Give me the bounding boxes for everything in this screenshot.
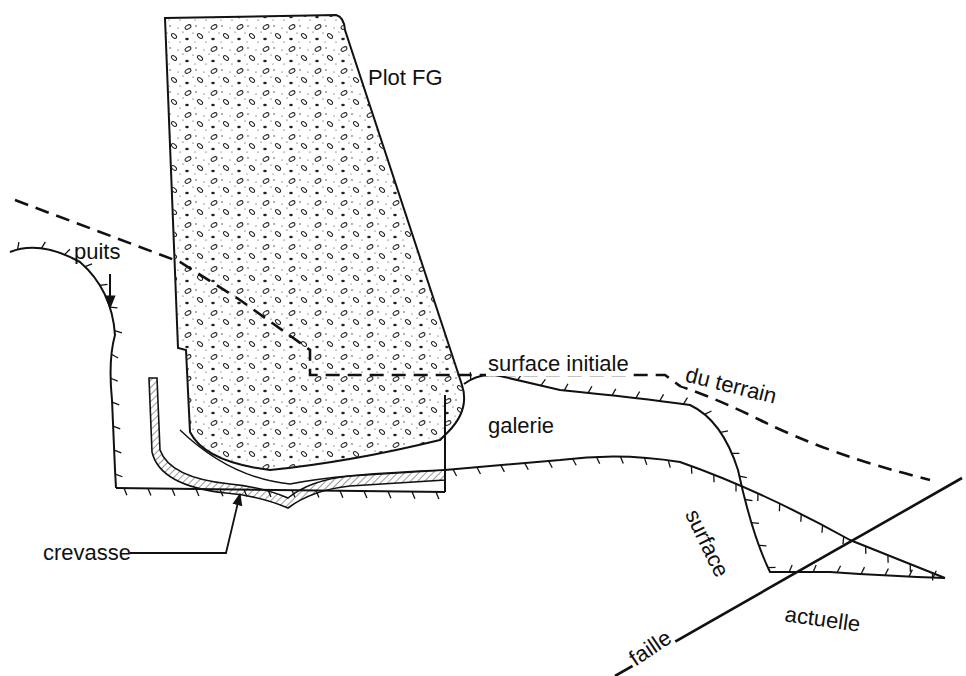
rock-tick — [813, 565, 816, 572]
rock-tick — [41, 242, 45, 249]
rock-tick — [477, 467, 481, 474]
conglomerate-texture — [165, 15, 464, 470]
rock-tick — [837, 566, 840, 573]
part-label: actuelle — [781, 602, 863, 637]
concrete-block — [165, 15, 464, 470]
part-label: Plot FG — [368, 66, 443, 90]
rock-tick — [789, 565, 792, 572]
puits-arrow — [109, 274, 111, 308]
rock-tick — [113, 426, 120, 429]
rock-tick — [768, 567, 776, 569]
rock-tick — [572, 459, 576, 466]
rock-tick — [668, 460, 670, 467]
rock-tick — [220, 489, 223, 496]
rock-tick — [114, 450, 121, 453]
rock-tick — [388, 491, 391, 498]
rock-tick — [620, 457, 623, 464]
rock-tick — [412, 492, 415, 499]
rock-tick — [779, 504, 781, 512]
rock-tick — [887, 555, 888, 563]
rock-tick — [124, 488, 127, 495]
rock-tick — [316, 490, 319, 497]
rock-tick — [18, 242, 19, 250]
rock-tick — [660, 394, 664, 401]
part-label: du terrain — [681, 362, 781, 409]
rock-tick — [292, 490, 295, 497]
rock-tick — [732, 453, 740, 454]
rock-tick — [821, 525, 823, 533]
rock-tick — [910, 564, 911, 572]
rock-tick — [549, 461, 553, 468]
rock-tick — [111, 378, 118, 381]
rock-tick — [612, 389, 616, 396]
rock-tick — [196, 489, 199, 496]
rock-tick — [721, 431, 728, 432]
fault-line — [615, 478, 962, 676]
rock-tick — [861, 567, 864, 574]
rock-tick — [751, 522, 759, 524]
rock-tick — [842, 537, 844, 545]
rock-tick — [268, 490, 271, 497]
rock-tick — [111, 354, 118, 358]
part-label: crevasse — [43, 541, 131, 565]
rock-tick — [759, 545, 767, 547]
rock-tick — [735, 484, 736, 492]
rock-tick — [705, 411, 712, 414]
rock-tick — [800, 514, 802, 522]
rock-tick — [865, 546, 866, 554]
part-label: surface initiale — [486, 352, 631, 376]
rock-tick — [470, 372, 472, 380]
rock-tick — [541, 379, 546, 385]
rock-outlines — [10, 248, 945, 578]
rock-tick — [739, 476, 746, 477]
rock-ticks — [18, 242, 937, 581]
rock-tick — [745, 499, 753, 500]
rock-tick — [501, 465, 505, 472]
rock-tick — [684, 398, 688, 405]
rock-tick — [85, 264, 92, 267]
rock-tick — [636, 392, 640, 399]
rock-tick — [65, 249, 70, 254]
rock-tick — [364, 491, 367, 498]
rock-tick — [115, 474, 122, 477]
rock-tick — [596, 457, 599, 464]
part-label: galerie — [488, 414, 554, 438]
rock-tick — [436, 492, 439, 499]
rock-tick — [644, 458, 646, 465]
part-label: puits — [74, 240, 120, 264]
rock-tick — [115, 331, 122, 333]
rock-tick — [110, 307, 118, 309]
part-label: surface — [679, 504, 734, 583]
rock-tick — [932, 573, 933, 581]
rock-tick — [713, 475, 715, 483]
rock-tick — [148, 488, 151, 495]
rock-tick — [525, 463, 529, 470]
rock-tick — [244, 490, 247, 497]
crevasse-leader — [130, 494, 240, 553]
rock-tick — [564, 384, 568, 391]
rock-tick — [757, 493, 758, 501]
rock-tick — [588, 386, 592, 393]
rock-tick — [933, 571, 936, 578]
rock-tick — [691, 466, 693, 474]
rock-tick — [885, 568, 888, 575]
initial-surface — [15, 200, 930, 480]
part-label: faille — [623, 624, 677, 672]
rock-tick — [340, 491, 343, 498]
rock-tick — [100, 284, 108, 285]
rock-tick — [172, 489, 175, 496]
rock-tick — [453, 469, 457, 476]
rock-tick — [112, 402, 119, 405]
